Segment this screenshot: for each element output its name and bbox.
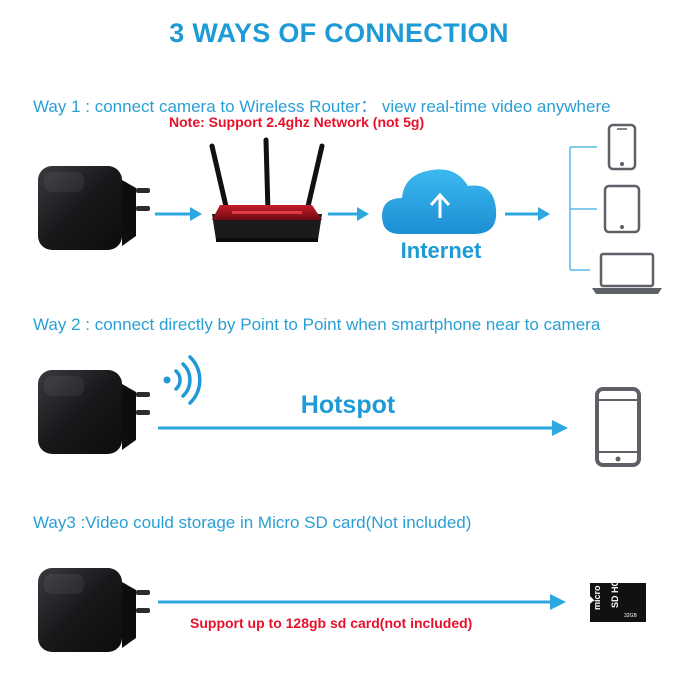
way1-description: Way 1 : connect camera to Wireless Route… [33,97,611,116]
micro-sd-card-icon: micro SD HC 32GB [590,579,646,622]
arrow-cloud-to-devices [505,207,550,221]
arrow-hotspot [158,420,568,436]
way3-note: Support up to 128gb sd card(not included… [190,615,473,631]
smartphone-icon [595,387,641,467]
cloud-label: Internet [401,238,482,263]
way1-note: Note: Support 2.4ghz Network (not 5g) [169,114,425,130]
camera-charger-icon [38,166,150,250]
arrow-camera-to-router [155,207,202,221]
arrow-router-to-cloud [328,207,369,221]
tablet-icon [603,184,641,234]
arrow-sd-storage [158,594,566,610]
way3-description: Way3 :Video could storage in Micro SD ca… [33,513,472,532]
device-branch-lines [569,146,597,271]
laptop-icon [592,252,662,294]
page-title: 3 WAYS OF CONNECTION [169,18,509,48]
camera-charger-icon [38,568,150,652]
sd-brand: micro [592,585,602,610]
camera-charger-icon [38,370,150,454]
router-icon [209,137,325,242]
smartphone-icon [607,123,637,171]
way2-description: Way 2 : connect directly by Point to Poi… [33,315,601,334]
sd-logo: SD HC [610,579,620,608]
sd-capacity: 32GB [624,613,637,619]
cloud-upload-icon [382,169,497,234]
hotspot-label: Hotspot [301,391,396,419]
wifi-signal-icon [163,355,202,405]
